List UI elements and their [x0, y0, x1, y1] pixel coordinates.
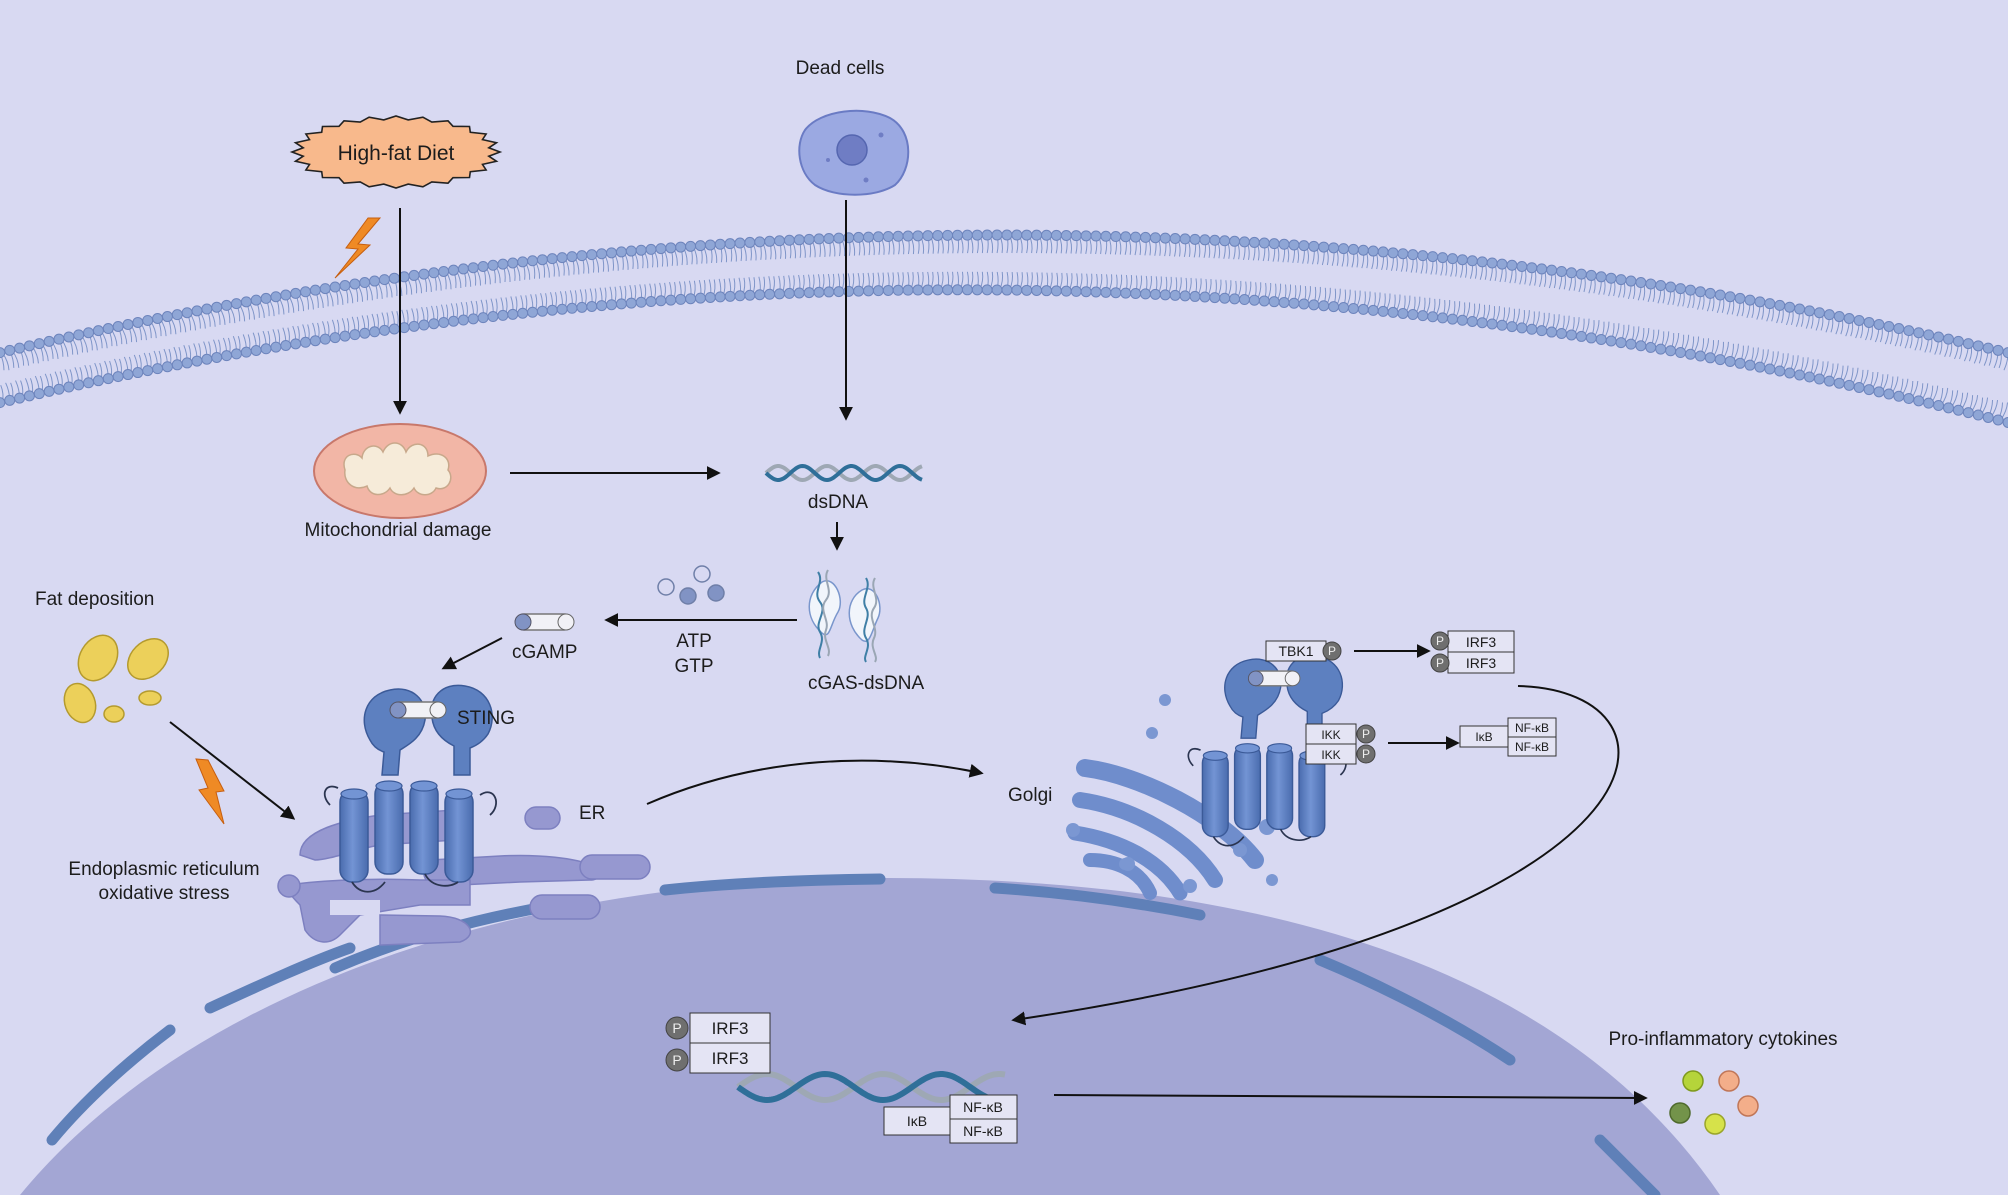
ikb-nfkb-complex-nucleus: IκB NF-κB NF-κB	[883, 1094, 1018, 1144]
dead-cell-icon	[798, 109, 910, 196]
sting-protein-icon	[323, 684, 497, 893]
irf3-dimer-cytoplasm: IRF3 IRF3 P P	[1430, 630, 1515, 674]
mitochondrion-icon	[313, 423, 487, 519]
phospho-label: P	[1436, 656, 1444, 670]
phospho-label: P	[1362, 727, 1370, 741]
atp-label: ATP	[676, 631, 712, 652]
cgamp-icon	[514, 613, 575, 631]
phospho-label: P	[1362, 747, 1370, 761]
dsdna-label: dsDNA	[808, 492, 869, 513]
pro-inflammatory-cytokines-label: Pro-inflammatory cytokines	[1608, 1029, 1837, 1050]
sting-label: STING	[457, 708, 515, 729]
tbk1-label: TBK1	[1278, 643, 1313, 659]
ikk-complex: IKK IKK P P	[1305, 723, 1376, 765]
cgas-dsdna-label: cGAS-dsDNA	[808, 673, 924, 694]
phospho-label: P	[1328, 644, 1336, 658]
arrows	[169, 200, 1648, 1105]
phospho-label: P	[672, 1052, 681, 1068]
fat-deposition-label: Fat deposition	[35, 589, 154, 610]
nfkb-label: NF-κB	[963, 1099, 1003, 1115]
cytokines-icon	[1669, 1070, 1759, 1135]
dead-cells-label: Dead cells	[796, 58, 885, 79]
er-stress-label-line2: oxidative stress	[99, 883, 230, 904]
irf3-label: IRF3	[1466, 655, 1497, 671]
ikb-label: IκB	[907, 1113, 927, 1129]
high-fat-diet-label: High-fat Diet	[338, 142, 455, 165]
cgas-dsdna-complex-icon	[808, 569, 881, 663]
tbk1-complex: TBK1 P	[1265, 640, 1342, 662]
sting-golgi-icon	[1187, 655, 1347, 847]
irf3-label: IRF3	[712, 1019, 749, 1038]
nucleotide-circles-icon	[657, 565, 725, 605]
ikk-label: IKK	[1321, 748, 1340, 762]
plasma-membrane	[0, 229, 2008, 428]
irf3-dimer-nucleus: IRF3 IRF3 P P	[665, 1012, 771, 1074]
nuclear-dna-icon	[736, 1070, 1006, 1104]
nfkb-label: NF-κB	[1515, 721, 1549, 735]
ikb-label: IκB	[1475, 730, 1492, 744]
golgi-label: Golgi	[1008, 785, 1052, 806]
cgamp-label: cGAMP	[512, 642, 577, 663]
gtp-label: GTP	[674, 656, 713, 677]
er-label: ER	[579, 803, 605, 824]
nfkb-label: NF-κB	[963, 1123, 1003, 1139]
irf3-label: IRF3	[1466, 634, 1497, 650]
er-stress-label-line1: Endoplasmic reticulum	[68, 859, 259, 880]
nucleus	[20, 877, 1720, 1195]
dsdna-icon	[764, 463, 923, 483]
irf3-label: IRF3	[712, 1049, 749, 1068]
nfkb-label: NF-κB	[1515, 740, 1549, 754]
high-fat-diet-badge: High-fat Diet	[289, 115, 503, 189]
mitochondrial-damage-label: Mitochondrial damage	[305, 520, 492, 541]
fat-droplets-icon	[63, 634, 169, 724]
ikk-label: IKK	[1321, 728, 1340, 742]
phospho-label: P	[1436, 634, 1444, 648]
ikb-nfkb-complex-cytoplasm: IκB NF-κB NF-κB	[1459, 717, 1557, 757]
lightning-icon	[195, 217, 382, 825]
phospho-label: P	[672, 1020, 681, 1036]
